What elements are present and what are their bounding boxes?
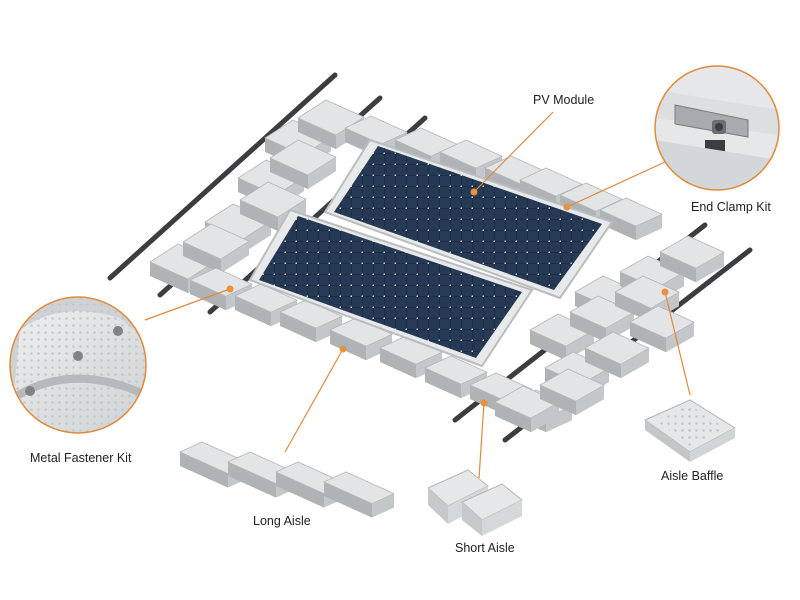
pv-module-label: PV Module <box>533 93 595 107</box>
float-icon <box>182 223 250 274</box>
metal-fastener-icon <box>9 296 147 434</box>
callout-lines <box>144 111 691 479</box>
float-grid <box>149 99 725 433</box>
float-icon <box>279 299 343 343</box>
end-clamp-kit-label: End Clamp Kit <box>691 200 771 214</box>
pv-module-icon <box>248 138 614 368</box>
float-icon <box>599 197 663 241</box>
aisle-baffle-icon <box>643 399 736 462</box>
float-icon <box>584 331 650 379</box>
metal-fastener-kit-label: Metal Fastener Kit <box>30 451 132 465</box>
float-icon <box>659 235 725 283</box>
float-icon <box>323 471 395 518</box>
float-icon <box>629 305 695 353</box>
float-icon <box>539 368 605 416</box>
float-icon <box>329 317 393 361</box>
short-aisle-label: Short Aisle <box>455 541 515 555</box>
float-icon <box>494 385 560 433</box>
end-clamp-icon <box>654 65 780 191</box>
float-icon <box>379 335 443 379</box>
long-aisle-label: Long Aisle <box>253 514 311 528</box>
short-aisle-icon <box>427 469 523 536</box>
callout-dots <box>226 188 669 407</box>
aisle-baffle-label: Aisle Baffle <box>661 469 724 483</box>
float-icon <box>269 139 337 190</box>
float-icon <box>424 355 488 399</box>
long-aisle-icon <box>179 441 395 518</box>
